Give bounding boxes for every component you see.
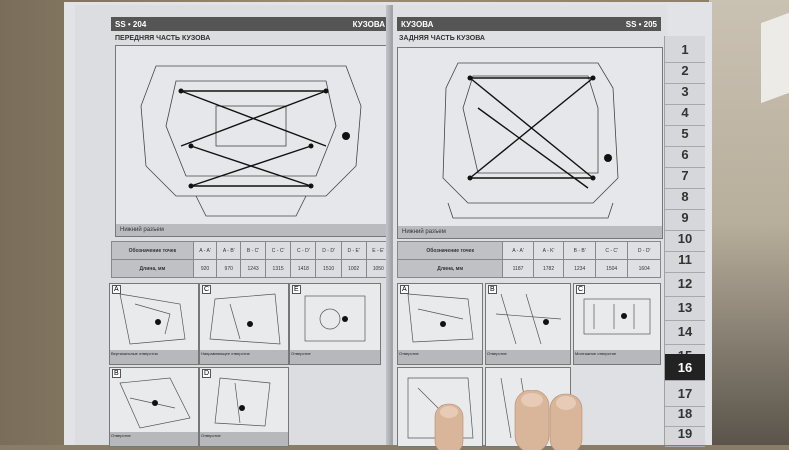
table-cell: 1243: [240, 259, 266, 278]
tab-9[interactable]: 9: [665, 204, 705, 231]
thumb-label: C: [576, 285, 586, 294]
tab-14[interactable]: 14: [665, 318, 705, 345]
thumb-label: D: [202, 369, 212, 378]
table-col: C - C': [264, 241, 292, 260]
table-col: D - D': [627, 241, 661, 260]
table-row1-label: Обозначение точек: [111, 241, 194, 260]
right-section-title: ЗАДНЯЯ ЧАСТЬ КУЗОВА: [399, 35, 485, 42]
left-page: SS • 204 КУЗОВА ПЕРЕДНЯЯ ЧАСТЬ КУЗОВА: [75, 5, 392, 447]
table-col: A - K': [532, 241, 565, 260]
table-col: D - D': [315, 241, 342, 260]
thumb-label: A: [112, 285, 121, 294]
thumb-c: C Направляющее отверстие: [199, 283, 289, 365]
table-row2-label: Длина, мм: [111, 259, 194, 278]
thumb-label: E: [292, 285, 301, 294]
left-section-title: ПЕРЕДНЯЯ ЧАСТЬ КУЗОВА: [115, 35, 211, 42]
thumb-drawing: [119, 293, 186, 345]
tab-4[interactable]: 4: [665, 99, 705, 126]
thumb-caption: Отверстие: [398, 350, 482, 364]
front-body-diagram: Нижний разъем: [115, 45, 387, 237]
thumb-drawing: [495, 293, 562, 345]
thumb-drawing: [209, 293, 281, 345]
tab-17[interactable]: 17: [665, 380, 705, 407]
table-cell: 1504: [594, 259, 629, 278]
tab-13[interactable]: 13: [665, 294, 705, 321]
rear-body-diagram: Нижний разъем: [397, 47, 663, 239]
right-page-header: КУЗОВА SS • 205: [397, 17, 661, 31]
tab-19[interactable]: 19: [665, 420, 705, 447]
table-col: A - A': [192, 241, 218, 260]
tab-2[interactable]: 2: [665, 57, 705, 84]
table-cell: 970: [216, 259, 242, 278]
table-col: C - D': [290, 241, 317, 260]
tab-5[interactable]: 5: [665, 120, 705, 147]
table-row1-label: Обозначение точек: [396, 241, 504, 260]
thumb-drawing: [119, 377, 191, 429]
tab-6[interactable]: 6: [665, 141, 705, 168]
thumb-drawing: [214, 377, 271, 427]
thumb-caption: Отверстие: [290, 350, 380, 364]
thumb-rc: C Монтажное отверстие: [573, 283, 661, 365]
tab-8[interactable]: 8: [665, 183, 705, 210]
tab-12[interactable]: 12: [665, 270, 705, 297]
thumb-caption: Монтажное отверстие: [574, 350, 660, 364]
table-cell: 1418: [290, 259, 317, 278]
tab-3[interactable]: 3: [665, 78, 705, 105]
tab-10[interactable]: 10: [665, 225, 705, 252]
right-measure-table: Обозначение точек A - A' A - K' B - B' C…: [396, 241, 661, 278]
table-cell: 1187: [502, 259, 534, 278]
thumb-a: A Вертикальные отверстия: [109, 283, 199, 365]
thumb-ra: A Отверстие: [397, 283, 483, 365]
table-cell: 920: [192, 259, 218, 278]
thumb-label: B: [488, 285, 497, 294]
table-col: D - E': [340, 241, 367, 260]
thumb-label: B: [112, 369, 121, 378]
table-col: B - C': [240, 241, 266, 260]
table-col: C - C': [594, 241, 629, 260]
thumb-d: D Отверстие: [199, 367, 289, 447]
tab-1[interactable]: 1: [665, 36, 705, 63]
table-cell: 1315: [264, 259, 292, 278]
thumb-e: E Отверстие: [289, 283, 381, 365]
right-page-code: SS • 205: [625, 19, 657, 29]
front-body-drawing: [140, 65, 362, 217]
thumb-caption: Отверстие: [200, 432, 288, 446]
left-page-header: SS • 204 КУЗОВА: [111, 17, 389, 31]
tab-16[interactable]: 16: [665, 354, 705, 381]
tab-11[interactable]: 11: [665, 246, 705, 273]
table-row2-label: Длина, мм: [396, 259, 504, 278]
thumb-caption: Направляющее отверстие: [200, 350, 288, 364]
paper-note: [761, 12, 789, 104]
right-page-header-title: КУЗОВА: [401, 19, 434, 29]
tab-7[interactable]: 7: [665, 162, 705, 189]
table-col: A - A': [502, 241, 534, 260]
tab-18[interactable]: 18: [665, 400, 705, 427]
table-col: B - B': [563, 241, 596, 260]
left-diagram-caption: Нижний разъем: [116, 224, 386, 236]
thumb-b: B Отверстие: [109, 367, 199, 447]
table-cell: 1002: [340, 259, 367, 278]
thumb-drawing: [583, 298, 651, 335]
table-cell: 1604: [627, 259, 661, 278]
thumb-label: C: [202, 285, 212, 294]
table-cell: 1234: [563, 259, 596, 278]
thumb-caption: Отверстие: [110, 432, 198, 446]
left-page-header-title: КУЗОВА: [352, 19, 385, 29]
table-cell: 1510: [315, 259, 342, 278]
thumb-caption: Отверстие: [486, 350, 570, 364]
thumb-rb: B Отверстие: [485, 283, 571, 365]
chapter-tabs: 1 2 3 4 5 6 7 8 9 10 11 12 13 14 15 16 1…: [664, 36, 705, 447]
left-measure-table: Обозначение точек A - A' A - B' B - C' C…: [111, 241, 392, 278]
right-diagram-caption: Нижний разъем: [398, 226, 662, 238]
rear-body-drawing: [442, 62, 619, 219]
right-page: КУЗОВА SS • 205 ЗАДНЯЯ ЧАСТЬ КУЗОВА: [393, 5, 667, 447]
table-cell: 1782: [532, 259, 565, 278]
thumb-caption: Вертикальные отверстия: [110, 350, 198, 364]
thumb-drawing: [304, 295, 366, 342]
table-col: A - B': [216, 241, 242, 260]
hand-fingers: [434, 390, 583, 450]
thumb-drawing: [407, 293, 474, 343]
left-page-code: SS • 204: [115, 19, 147, 29]
thumb-label: A: [400, 285, 409, 294]
